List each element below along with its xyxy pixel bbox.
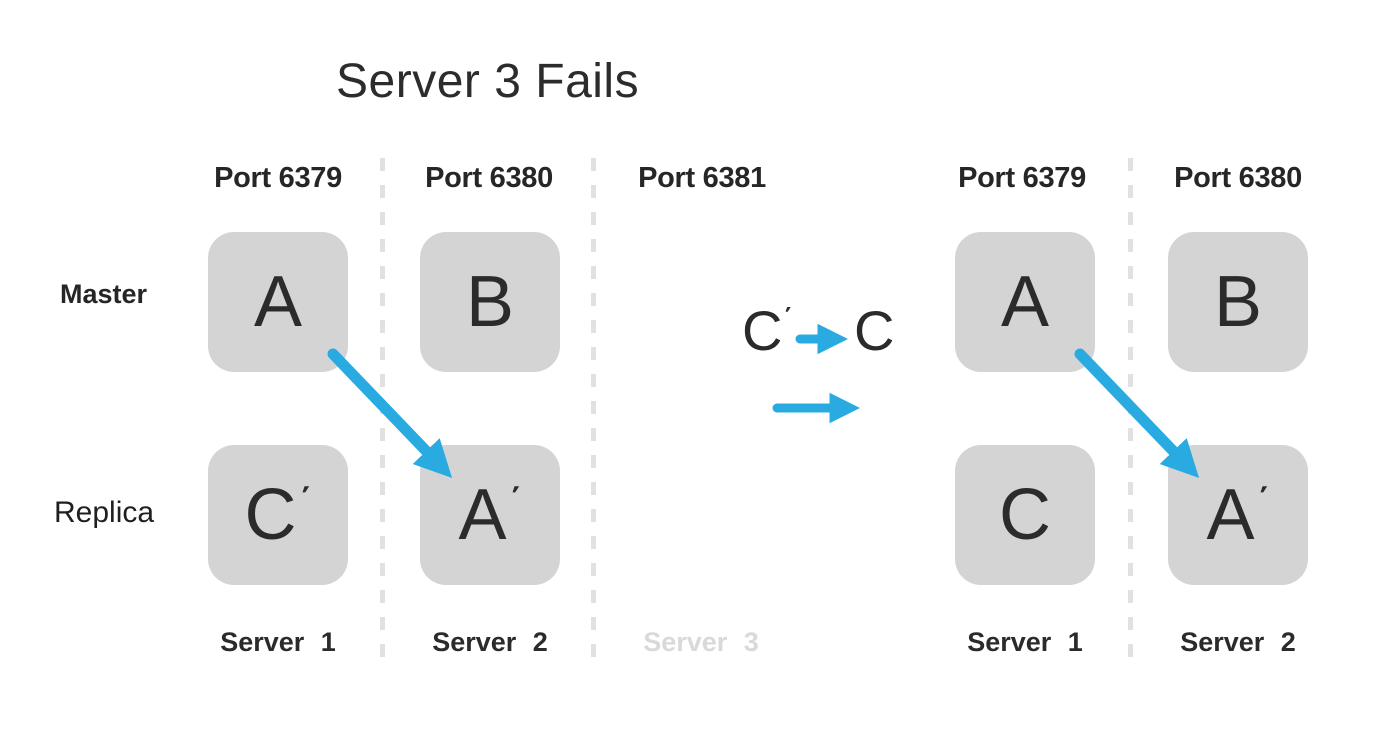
right-replica-node-c: C [955, 445, 1095, 585]
right-port-6379-label: Port 6379 [958, 162, 1086, 194]
node-letter: C′ [244, 475, 315, 555]
left-master-node-a: A [208, 232, 348, 372]
left-port-6381-label: Port 6381 [638, 162, 766, 194]
replica-row-label: Replica [54, 496, 155, 529]
node-letter: B [1213, 262, 1263, 342]
left-replica-node-a-prime: A′ [420, 445, 560, 585]
node-letter: B [465, 262, 515, 342]
node-letter: A′ [1206, 475, 1273, 555]
right-server-1-label: Server 1 [967, 627, 1083, 657]
left-server-1-label: Server 1 [220, 627, 336, 657]
right-replica-node-a-prime: A′ [1168, 445, 1308, 585]
right-master-node-a: A [955, 232, 1095, 372]
left-master-node-b: B [420, 232, 560, 372]
right-divider [1128, 158, 1133, 658]
node-letter: C [999, 475, 1051, 555]
left-server-3-label-failed: Server 3 [643, 627, 759, 657]
left-replica-node-c-prime: C′ [208, 445, 348, 585]
left-divider-1 [380, 158, 385, 658]
left-port-6380-label: Port 6380 [425, 162, 553, 194]
right-master-node-b: B [1168, 232, 1308, 372]
left-port-6379-label: Port 6379 [214, 162, 342, 194]
right-server-2-label: Server 2 [1180, 627, 1296, 657]
node-letter: A′ [458, 475, 525, 555]
node-letter: A [253, 262, 303, 342]
left-divider-2 [591, 158, 596, 658]
node-letter: A [1000, 262, 1050, 342]
right-port-6380-label: Port 6380 [1174, 162, 1302, 194]
diagram-title: Server 3 Fails [336, 55, 640, 108]
left-server-2-label: Server 2 [432, 627, 548, 657]
master-row-label: Master [60, 279, 148, 309]
transition-from-letter: C′ [742, 299, 796, 362]
transition-to-letter: C [854, 299, 895, 362]
